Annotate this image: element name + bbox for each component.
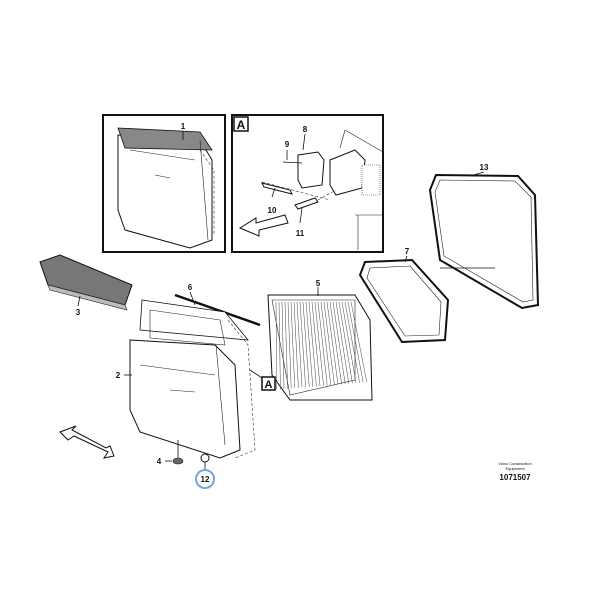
filter-pleat <box>347 301 364 383</box>
filter-pleat <box>344 301 360 383</box>
filter-pleat <box>326 301 339 385</box>
highlight-ring <box>195 469 215 489</box>
inset-overview: 1 <box>102 114 226 253</box>
detail-ref-a[interactable]: A <box>265 379 273 391</box>
detail-label: A <box>237 118 246 132</box>
filter-pleat <box>332 301 346 384</box>
filter-pleat <box>350 301 368 383</box>
callout-2[interactable]: 2 <box>116 371 121 380</box>
brand-text-line2: Equipment <box>505 466 525 471</box>
callout-7[interactable]: 7 <box>405 247 410 256</box>
callout-3[interactable]: 3 <box>76 308 81 317</box>
filter-pleat <box>308 301 317 387</box>
filter-pleat <box>284 301 288 389</box>
callout-4[interactable]: 4 <box>157 457 162 466</box>
fasteners: 4 12 <box>157 440 215 489</box>
filter-pleat <box>275 301 278 390</box>
filter-pleat <box>290 301 296 389</box>
callout-10[interactable]: 10 <box>268 206 277 215</box>
part-2-housing: 2 A <box>116 299 276 459</box>
filter-pleat <box>287 301 292 389</box>
callout-12[interactable]: 12 <box>201 475 210 484</box>
filter-pleat <box>293 301 299 388</box>
filter-pleat <box>302 301 310 387</box>
filter-pleat <box>305 301 314 387</box>
filter-pleat <box>320 301 332 386</box>
filter-pleat <box>296 301 303 388</box>
part-3-filter: 3 <box>39 254 133 317</box>
callout-9[interactable]: 9 <box>285 140 290 149</box>
filter-pleat <box>281 301 285 390</box>
drawing-number: 1071507 <box>499 473 531 482</box>
callout-13[interactable]: 13 <box>480 163 489 172</box>
part-7-gasket: 7 <box>358 247 450 344</box>
part-5-filter: 5 <box>267 279 373 401</box>
callout-5[interactable]: 5 <box>316 279 321 288</box>
filter-pleat <box>338 301 353 384</box>
inset-detail-a: A 8 9 10 11 <box>231 114 384 253</box>
filter-pleat <box>323 301 335 385</box>
airflow-arrow-icon <box>59 425 115 459</box>
callout-8[interactable]: 8 <box>303 125 308 134</box>
part-13-seal: 13 <box>428 163 540 310</box>
filter-pleat <box>299 301 306 388</box>
filter-pleat <box>335 301 350 384</box>
callout-1[interactable]: 1 <box>181 122 186 131</box>
filter-pleat <box>311 301 321 387</box>
callout-11[interactable]: 11 <box>296 229 305 238</box>
filter-pleat <box>317 301 328 386</box>
filter-pleat <box>329 301 342 385</box>
callout-6[interactable]: 6 <box>188 283 193 292</box>
filter-pleat <box>341 301 357 384</box>
filter-pleat <box>314 301 324 386</box>
brand-text: Volvo Construction <box>498 461 531 466</box>
filter-pleat <box>278 301 281 390</box>
part-6-strip: 6 <box>174 283 261 327</box>
